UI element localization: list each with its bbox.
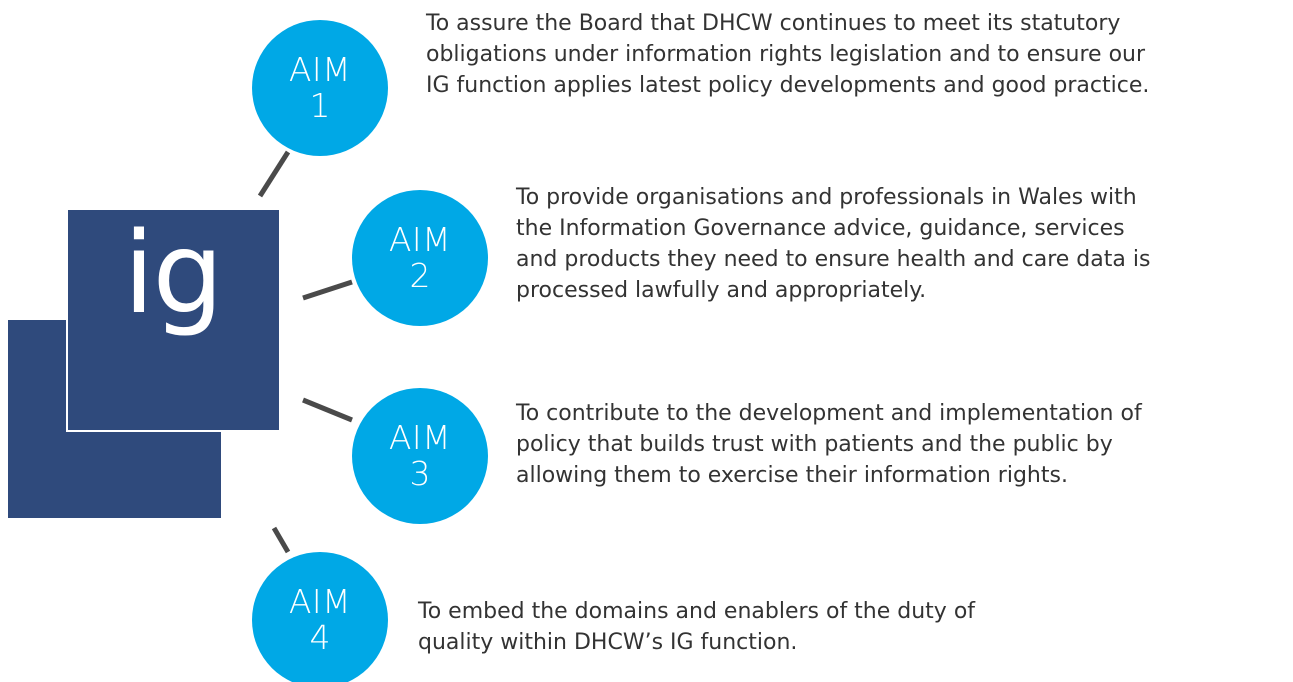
connector-aim-4 bbox=[271, 526, 291, 554]
aim-3-description: To contribute to the development and imp… bbox=[516, 398, 1142, 491]
ig-logo-front-square bbox=[66, 210, 279, 432]
aim-2-line-4: processed lawfully and appropriately. bbox=[516, 278, 927, 303]
aim-1-label: AIM bbox=[288, 50, 352, 90]
connector-aim-1 bbox=[257, 150, 291, 198]
aim-2-description: To provide organisations and professiona… bbox=[516, 182, 1150, 306]
aim-1-line-1: To assure the Board that DHCW continues … bbox=[426, 11, 1121, 36]
aim-4-circle: AIM 4 bbox=[252, 552, 388, 682]
aim-4-number: 4 bbox=[309, 618, 331, 657]
aim-1-description: To assure the Board that DHCW continues … bbox=[426, 8, 1149, 101]
aim-3-line-1: To contribute to the development and imp… bbox=[516, 401, 1142, 426]
aim-3-label: AIM bbox=[388, 418, 452, 458]
aim-3-line-2: policy that builds trust with patients a… bbox=[516, 432, 1113, 457]
ig-logo-text: ig bbox=[123, 209, 223, 339]
connector-aim-3 bbox=[302, 397, 353, 423]
aim-2-number: 2 bbox=[409, 256, 431, 295]
aim-2-label: AIM bbox=[388, 220, 452, 260]
aim-3-line-3: allowing them to exercise their informat… bbox=[516, 463, 1068, 488]
aim-3-circle: AIM 3 bbox=[352, 388, 488, 524]
aim-1-line-2: obligations under information rights leg… bbox=[426, 42, 1146, 67]
aim-4-description: To embed the domains and enablers of the… bbox=[418, 596, 975, 658]
aim-1-circle: AIM 1 bbox=[252, 20, 388, 156]
aim-4-label: AIM bbox=[288, 582, 352, 622]
aim-2-line-3: and products they need to ensure health … bbox=[516, 247, 1151, 272]
aim-2-line-2: the Information Governance advice, guida… bbox=[516, 216, 1125, 241]
aim-3-number: 3 bbox=[409, 454, 431, 493]
aim-4-line-2: quality within DHCW’s IG function. bbox=[418, 630, 798, 655]
aim-4-line-1: To embed the domains and enablers of the… bbox=[418, 599, 976, 624]
aim-1-number: 1 bbox=[309, 86, 331, 125]
aim-2-circle: AIM 2 bbox=[352, 190, 488, 326]
connector-aim-2 bbox=[302, 279, 353, 301]
aim-1-line-3: IG function applies latest policy develo… bbox=[426, 73, 1150, 98]
aim-2-line-1: To provide organisations and professiona… bbox=[516, 185, 1137, 210]
